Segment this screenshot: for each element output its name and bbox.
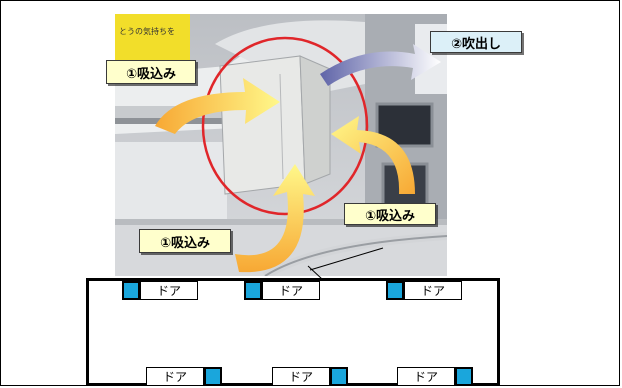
highlight-circle: [201, 36, 369, 216]
poster-text: とうの気持ちを: [119, 26, 175, 36]
door-top-1: ドア: [122, 281, 198, 300]
door-bottom-2: ドア: [272, 367, 348, 386]
door-top-2: ドア: [244, 281, 320, 300]
door-label: ドア: [140, 281, 198, 300]
door-bottom-3: ドア: [397, 367, 473, 386]
air-purifier-marker: [386, 281, 404, 300]
door-label: ドア: [262, 281, 320, 300]
air-purifier-marker: [455, 367, 473, 386]
intake-callout-top-left: ①吸込み: [106, 60, 196, 84]
door-label: ドア: [397, 367, 455, 386]
intake-arrow-left: [155, 78, 280, 134]
air-purifier-marker: [244, 281, 262, 300]
intake-callout-right: ①吸込み: [344, 203, 436, 225]
door-label: ドア: [404, 281, 462, 300]
intake-callout-bottom: ①吸込み: [139, 229, 231, 253]
air-purifier-marker: [122, 281, 140, 300]
intake-arrow-right: [331, 116, 415, 194]
door-label: ドア: [272, 367, 330, 386]
train-car-diagram: ドア ドア ドア ドア ドア ドア: [86, 278, 500, 386]
air-purifier-marker: [204, 367, 222, 386]
door-bottom-1: ドア: [146, 367, 222, 386]
air-purifier-marker: [330, 367, 348, 386]
outlet-arrow: [320, 44, 441, 86]
door-top-3: ドア: [386, 281, 462, 300]
outlet-callout: ②吹出し: [430, 31, 522, 53]
door-label: ドア: [146, 367, 204, 386]
intake-arrow-bottom: [235, 164, 315, 273]
